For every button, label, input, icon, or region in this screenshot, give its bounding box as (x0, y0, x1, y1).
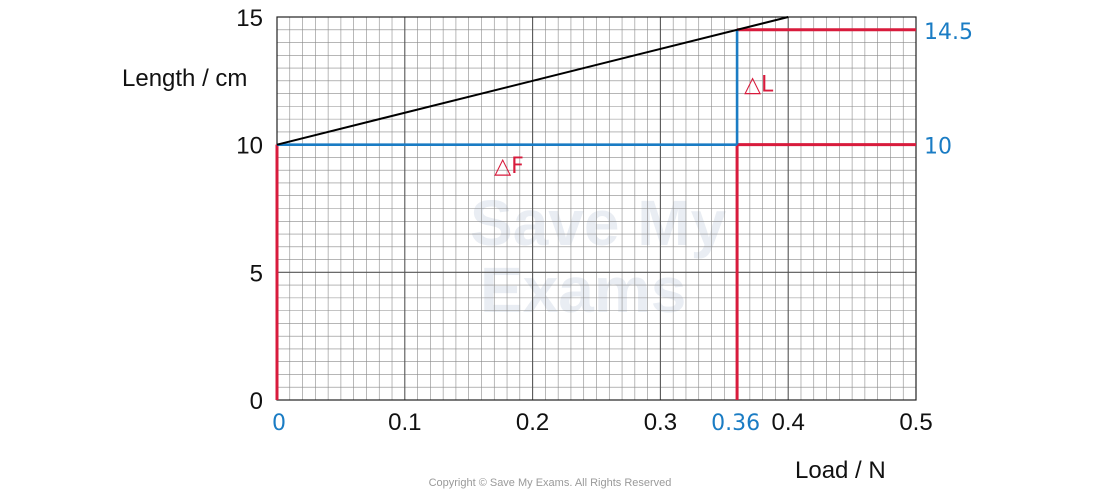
y-tick-label: 10 (236, 133, 263, 160)
x-tick-label: 0.4 (772, 409, 805, 436)
y-tick-label: 5 (250, 260, 263, 287)
x-start-label: 0 (272, 411, 286, 436)
y-axis-title: Length / cm (122, 65, 247, 92)
delta-f-label: △F (494, 154, 524, 179)
x-tick-label: 0.1 (388, 409, 421, 436)
watermark: Save My Exams (470, 187, 727, 326)
y-low-label: 10 (924, 135, 952, 160)
series-lines (276, 16, 789, 146)
x-end-label: 0.36 (711, 411, 760, 436)
series-line (276, 16, 789, 146)
annotation-lines (275, 28, 916, 400)
x-axis-title: Load / N (795, 457, 886, 484)
y-high-label: 14.5 (924, 20, 973, 45)
y-tick-label: 15 (236, 5, 263, 32)
watermark-line1: Save My (470, 187, 727, 259)
x-tick-label: 0.3 (644, 409, 677, 436)
delta-l-label: △L (744, 72, 774, 97)
x-tick-label: 0.5 (899, 409, 932, 436)
y-tick-label: 0 (250, 388, 263, 415)
x-tick-labels: 0.1 0.2 0.3 0.4 0.5 (388, 409, 933, 436)
watermark-line2: Exams (480, 254, 686, 326)
grid-minor (277, 17, 916, 400)
copyright-text: Copyright © Save My Exams. All Rights Re… (428, 477, 672, 489)
y-tick-labels: 0 5 10 15 (236, 5, 263, 415)
x-tick-label: 0.2 (516, 409, 549, 436)
